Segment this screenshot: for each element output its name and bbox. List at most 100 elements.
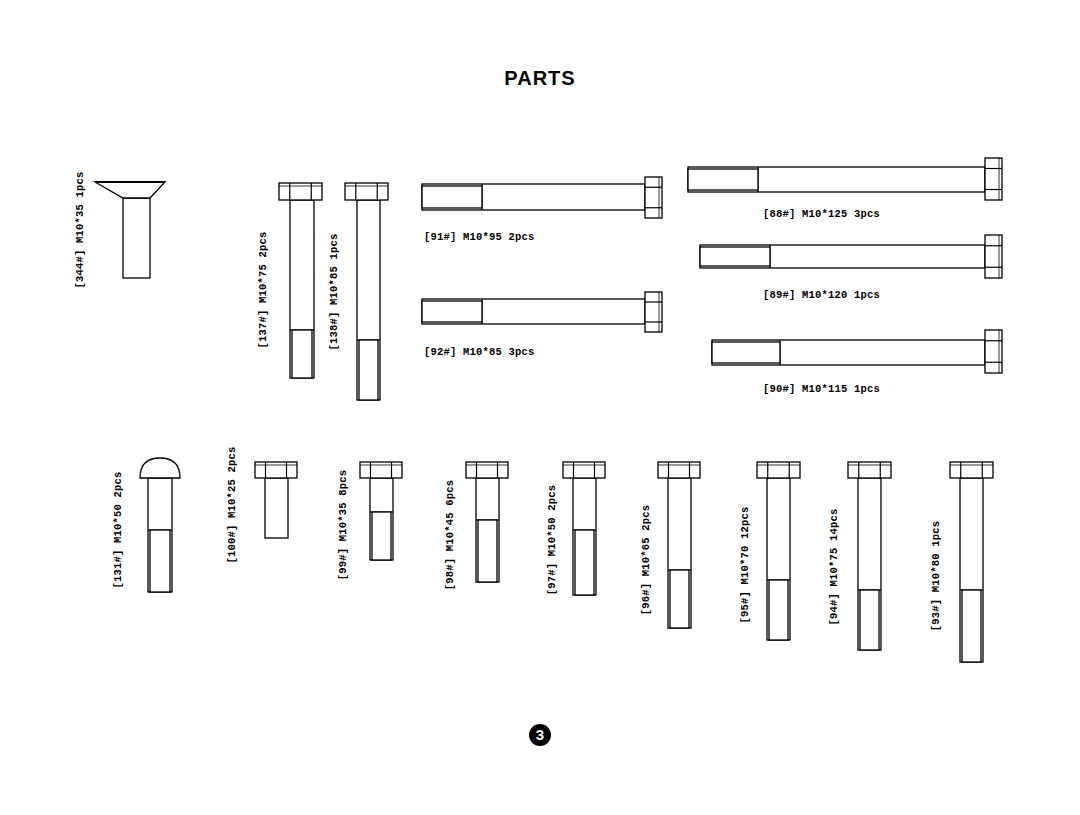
hex-head (255, 462, 297, 478)
bolt-line (689, 462, 690, 478)
bolt-line (999, 158, 1000, 200)
bolt-line (985, 245, 1002, 246)
hex-head (563, 462, 605, 478)
bolt-line (658, 465, 700, 466)
bolt-shank (148, 478, 172, 592)
countersunk-head (95, 182, 165, 198)
hex-head (950, 462, 993, 478)
part-label: [97#] M10*50 2pcs (546, 484, 558, 597)
part-label: [96#] M10*65 2pcs (640, 504, 652, 617)
bolt-line (573, 462, 574, 478)
bolt-line (645, 321, 662, 322)
part-label: [93#] M10*80 1pcs (930, 520, 942, 633)
bolt-line (279, 186, 322, 187)
bolt-shank (123, 198, 150, 278)
bolt-shank (573, 478, 596, 595)
bolt-line (985, 267, 1002, 268)
bolt-line (391, 462, 392, 478)
bolt-shank (357, 200, 380, 400)
hex-head (985, 158, 1002, 200)
part-label: [344#] M10*35 1pcs (74, 170, 86, 289)
bolt-line (982, 462, 983, 478)
bolt-line (311, 183, 312, 200)
bolt-line (360, 465, 402, 466)
bolt-shank (265, 478, 288, 538)
bolt-line (255, 465, 297, 466)
bolt-thread (575, 530, 594, 595)
bolt-line (594, 462, 595, 478)
hex-head (360, 462, 402, 478)
bolt-line (286, 462, 287, 478)
part-label: [95#] M10*70 12pcs (739, 505, 751, 624)
part-label: [131#] M10*50 2pcs (112, 470, 124, 589)
hex-head (345, 183, 388, 200)
part-label: [88#] M10*125 3pcs (762, 208, 881, 220)
bolt-line (645, 207, 662, 208)
hex-head (658, 462, 700, 478)
part-label: [138#] M10*85 1pcs (328, 232, 340, 351)
hex-head (466, 462, 508, 478)
bolt-shank (370, 478, 393, 560)
bolt-line (668, 462, 669, 478)
bolt-thread (422, 301, 482, 322)
part-label: [89#] M10*120 1pcs (762, 289, 881, 301)
bolt-thread (962, 590, 981, 662)
part-label: [99#] M10*35 8pcs (337, 469, 349, 582)
bolt-thread (860, 590, 879, 650)
bolt-line (645, 187, 662, 188)
part-label: [98#] M10*45 6pcs (444, 479, 456, 592)
bolt-thread (150, 530, 170, 592)
hex-head (279, 183, 322, 200)
hex-head (645, 292, 662, 332)
bolt-shank (422, 184, 645, 210)
hex-head (848, 462, 891, 478)
bolt-thread (769, 580, 788, 640)
bolt-thread (700, 247, 770, 266)
bolt-shank (700, 245, 985, 268)
bolt-thread (359, 340, 378, 400)
bolt-shank (476, 478, 499, 582)
bolt-thread (670, 570, 689, 628)
bolt-shank (422, 299, 645, 324)
bolt-line (466, 465, 508, 466)
bolt-thread (292, 330, 312, 378)
bolt-shank (858, 478, 881, 650)
bolt-line (858, 462, 859, 478)
bolt-line (985, 189, 1002, 190)
bolt-line (497, 462, 498, 478)
bolt-shank (668, 478, 691, 628)
bolt-line (880, 462, 881, 478)
bolt-shank (290, 200, 314, 378)
part-label: [100#] M10*25 2pcs (226, 445, 238, 564)
bolt-thread (422, 186, 482, 208)
bolt-line (659, 177, 660, 218)
bolt-line (370, 462, 371, 478)
bolt-line (289, 183, 290, 200)
hex-head (645, 177, 662, 218)
bolt-thread (712, 342, 780, 363)
bolt-line (355, 183, 356, 200)
bolt-line (985, 168, 1002, 169)
part-label: [90#] M10*115 1pcs (762, 383, 881, 395)
bolt-line (645, 301, 662, 302)
part-label: [94#] M10*75 14pcs (828, 507, 840, 626)
hex-head (985, 330, 1002, 373)
page-number: 3 (529, 724, 551, 746)
bolt-line (476, 462, 477, 478)
bolt-shank (767, 478, 790, 640)
bolt-line (848, 465, 891, 466)
part-label: [137#] M10*75 2pcs (257, 230, 269, 349)
bolt-shank (688, 167, 985, 192)
bolt-line (767, 462, 768, 478)
bolt-line (377, 183, 378, 200)
bolt-line (950, 465, 993, 466)
hex-head (757, 462, 800, 478)
hex-head (985, 235, 1002, 278)
bolt-line (563, 465, 605, 466)
bolt-shank (960, 478, 983, 662)
bolt-line (659, 292, 660, 332)
bolt-line (999, 330, 1000, 373)
dome-head (140, 458, 180, 478)
bolt-thread (688, 169, 758, 190)
